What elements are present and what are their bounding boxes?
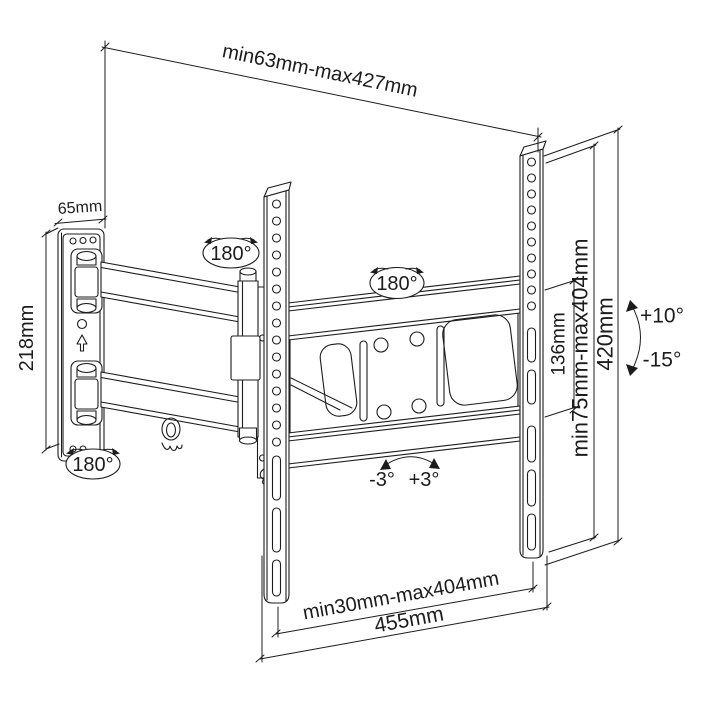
vesa-hole xyxy=(411,398,427,414)
rotation-indicator-bracket: 180° xyxy=(369,266,425,300)
bracket-rotation-label: 180° xyxy=(376,273,417,295)
plate-cutout-left xyxy=(319,343,358,417)
bracket-height-label: 420mm xyxy=(593,297,618,370)
rotation-indicator-wall: 180° xyxy=(65,448,121,480)
wall-plate xyxy=(57,228,105,462)
rotation-indicator-elbow: 180° xyxy=(202,237,260,269)
slot-spacing-label: 136mm xyxy=(549,312,570,375)
vesa-hole xyxy=(409,331,425,347)
arm-extension-label: min63mm-max427mm xyxy=(220,40,419,102)
right-rail xyxy=(519,140,547,559)
dim-bracket-height: 420mm xyxy=(543,125,623,566)
plate-slot xyxy=(359,340,368,422)
plate-width-label: 65mm xyxy=(57,198,103,218)
dim-plate-height: 218mm xyxy=(16,227,60,454)
vesa-plate-features xyxy=(290,314,518,422)
lower-arm xyxy=(100,371,241,433)
wall-joint-rotation-label: 180° xyxy=(72,454,113,476)
roll-left-label: -3° xyxy=(369,469,395,491)
dim-vesa-height: min75mm-max404mm xyxy=(545,141,599,553)
vesa-hole xyxy=(376,404,392,420)
vesa-height-label: min75mm-max404mm xyxy=(568,239,593,458)
cable-hook xyxy=(161,417,183,452)
dim-slot-spacing: 136mm xyxy=(544,276,579,418)
plate-cutout-right xyxy=(442,314,518,406)
wall-hinge-bottom xyxy=(70,360,103,426)
elbow-joint xyxy=(230,267,268,485)
keyhole-icon xyxy=(76,318,88,330)
left-rail xyxy=(263,181,292,604)
dim-bracket-width: 455mm xyxy=(255,555,552,663)
tilt-down-label: -15° xyxy=(643,349,682,372)
tilt-indicator: +10° -15° xyxy=(626,300,684,376)
dim-arm-extension: min63mm-max427mm xyxy=(100,40,543,229)
vesa-hole xyxy=(373,337,389,353)
elbow-hinge-block xyxy=(230,335,261,381)
tilt-up-label: +10° xyxy=(640,305,684,328)
roll-right-label: +3° xyxy=(409,469,440,491)
wall-hinge-top xyxy=(70,248,103,314)
up-arrow-icon xyxy=(76,334,88,352)
dim-plate-width: 65mm xyxy=(53,198,108,227)
roll-indicator: -3° +3° xyxy=(369,456,440,491)
plate-height-label: 218mm xyxy=(16,305,38,372)
plate-slot xyxy=(436,325,445,407)
elbow-rotation-label: 180° xyxy=(210,243,251,265)
upper-arm xyxy=(100,261,241,323)
